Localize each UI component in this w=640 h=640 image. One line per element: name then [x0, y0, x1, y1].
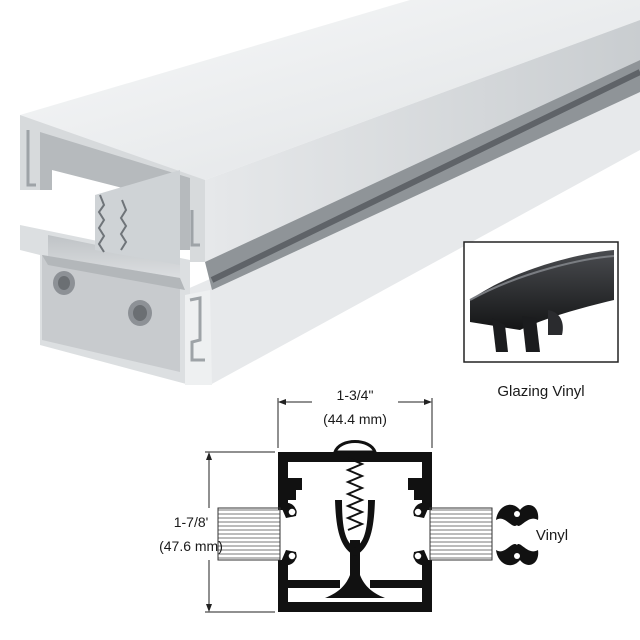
glazing-vinyl-caption: Glazing Vinyl [497, 383, 584, 400]
aluminum-channel-icon [20, 0, 640, 385]
width-dimension-mm: (44.4 mm) [323, 411, 387, 427]
height-dimension-inches: 1-7/8' [174, 514, 209, 530]
width-dimension-inches: 1-3/4" [337, 387, 374, 403]
channel-cross-section-icon [205, 398, 539, 613]
height-dimension-mm: (47.6 mm) [159, 538, 223, 554]
vinyl-label: Vinyl [536, 527, 568, 544]
glazing-vinyl-icon [469, 250, 615, 352]
glazing-vinyl-inset [463, 241, 619, 363]
